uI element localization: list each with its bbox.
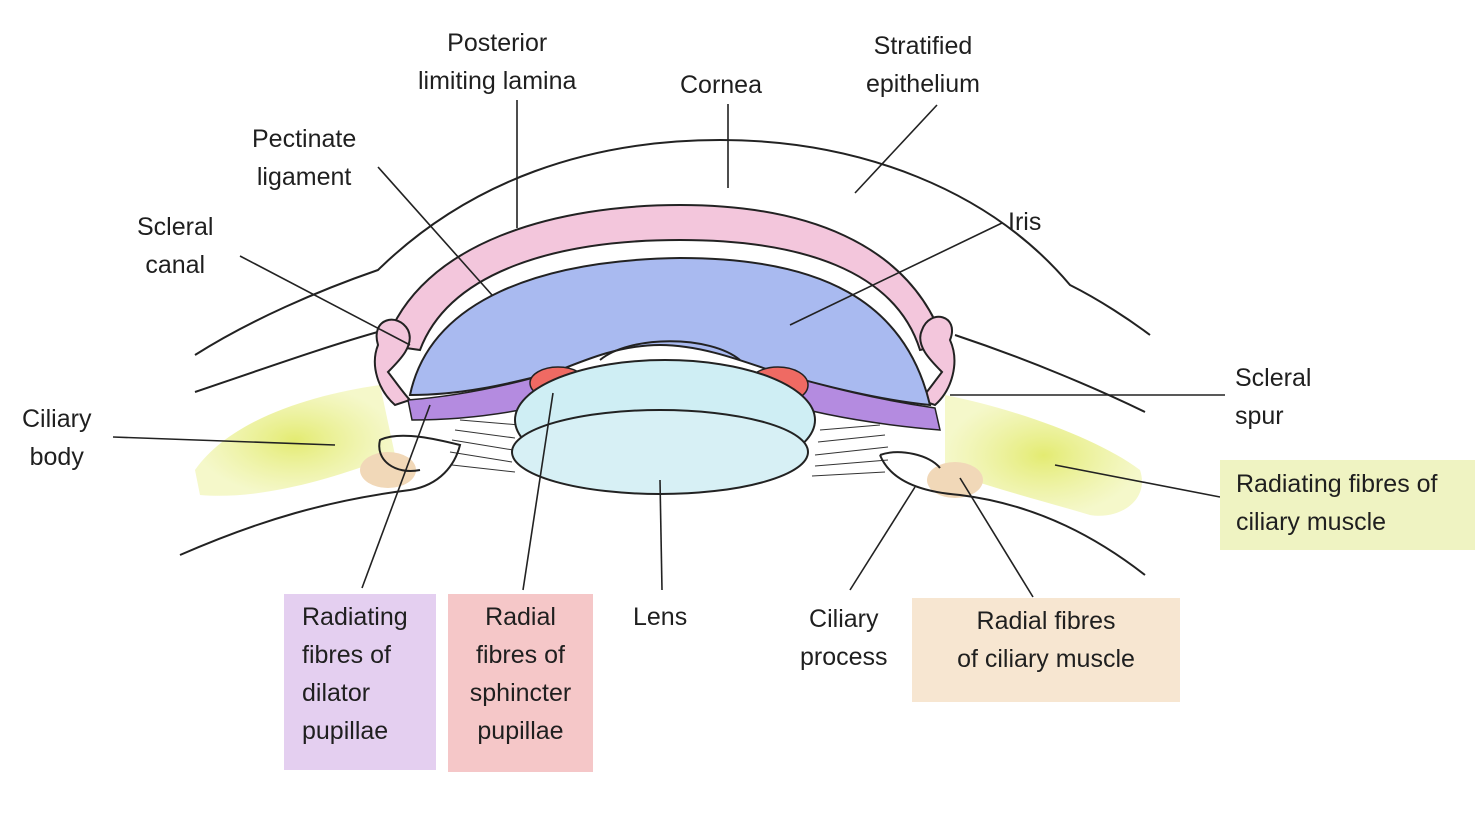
label-stratified-epithelium: Stratified epithelium <box>866 32 980 98</box>
radial-ciliary-fibres-right <box>927 462 983 498</box>
label-lens: Lens <box>633 603 688 631</box>
sclera-inner-curve <box>194 329 386 393</box>
label-pectinate-ligament: Pectinate ligament <box>252 125 357 191</box>
label-radial-fibres-ciliary: Radial fibres of ciliary muscle <box>957 607 1135 673</box>
label-radiating-fibres-ciliary: Radiating fibres of ciliary muscle <box>1236 470 1438 536</box>
leader-lines <box>112 100 1225 598</box>
box-radial-fibres-sphincter: Radial fibres of sphincter pupillae <box>448 594 593 772</box>
pupil-arch <box>599 340 741 361</box>
ciliary-muscle-right <box>945 395 1142 516</box>
label-iris: Iris <box>1008 208 1042 236</box>
box-radiating-fibres-dilator: Radiating fibres of dilator pupillae <box>284 594 436 770</box>
label-radial-fibres-sphincter: Radial fibres of sphincter pupillae <box>469 603 572 745</box>
zonular-fibres <box>449 419 889 477</box>
label-scleral-spur: Scleral spur <box>1235 364 1312 430</box>
sclera-inner-curve-right <box>954 334 1146 413</box>
radial-ciliary-fibres-left <box>360 452 416 488</box>
label-ciliary-body: Ciliary body <box>22 405 92 471</box>
ciliary-muscle-left <box>195 385 395 496</box>
label-cornea: Cornea <box>680 71 762 99</box>
box-radial-fibres-ciliary: Radial fibres of ciliary muscle <box>912 598 1180 702</box>
label-scleral-canal: Scleral canal <box>137 213 214 279</box>
scleral-canal-right <box>918 315 956 407</box>
box-radiating-fibres-ciliary: Radiating fibres of ciliary muscle <box>1220 460 1475 550</box>
ciliary-process-right <box>879 451 941 469</box>
label-radiating-fibres-dilator: Radiating fibres of dilator pupillae <box>302 603 408 745</box>
sclera-outer-curve <box>194 138 1151 356</box>
label-ciliary-process: Ciliary process <box>800 605 888 671</box>
ciliary-region-right <box>879 454 1146 576</box>
label-posterior-limiting-lamina: Posterior limiting lamina <box>418 29 577 95</box>
ciliary-region-left <box>179 434 462 556</box>
